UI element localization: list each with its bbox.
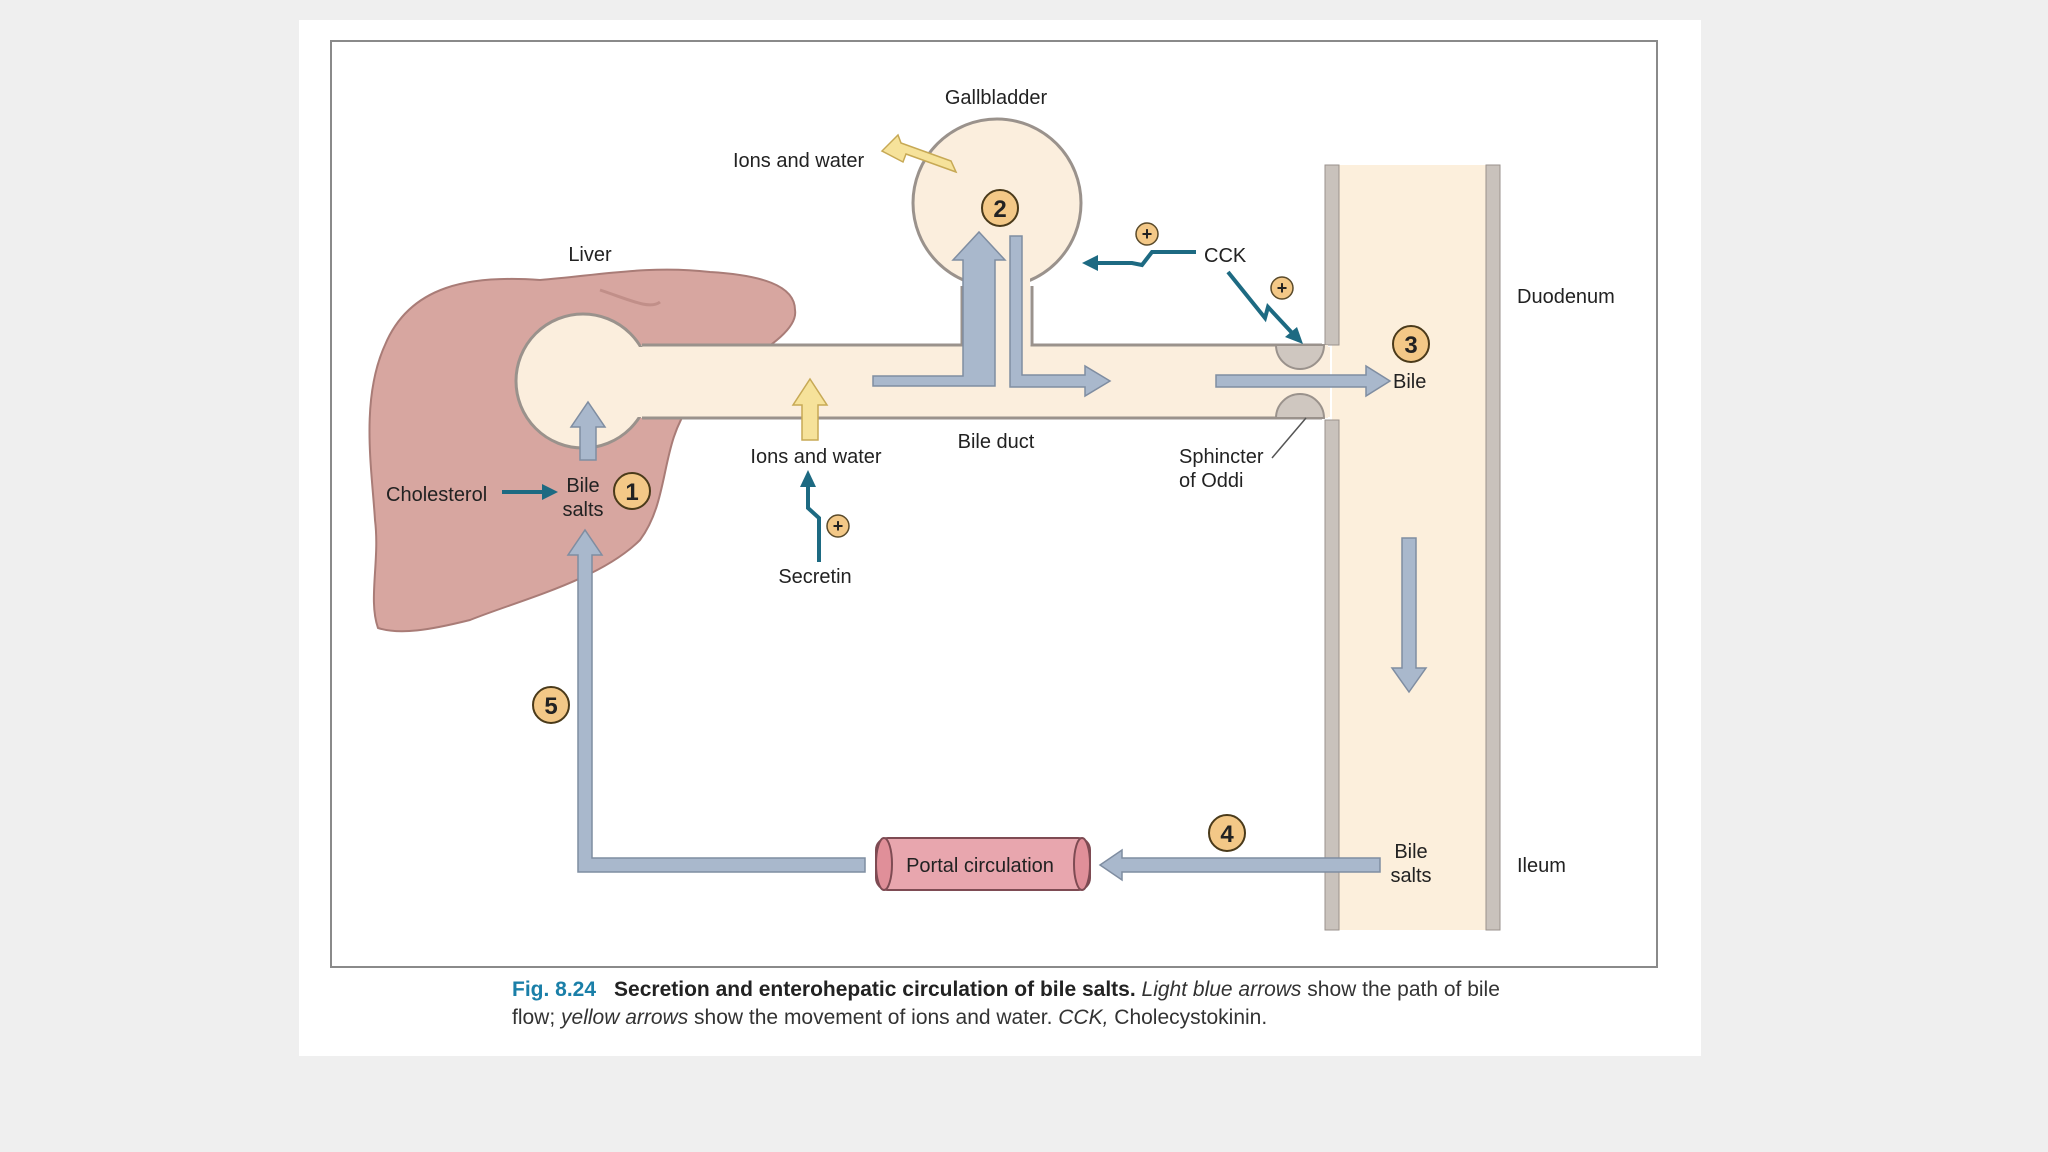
plus-badge-cck-gb — [1135, 222, 1159, 246]
hormone-arrowheads — [542, 255, 1303, 500]
duct-wall-top-right — [1030, 286, 1322, 347]
step-number-5: 5 — [544, 693, 557, 720]
arrow-into-gallbladder — [872, 230, 1007, 387]
diagram-labels: Gallbladder Ions and water Liver CCK Duo… — [386, 87, 1615, 887]
label-sphincter-line1: Sphincter — [1179, 446, 1264, 468]
plus-badge-cck-sphincter — [1270, 276, 1294, 300]
label-portal-circulation: Portal circulation — [906, 855, 1054, 877]
step-number-2: 2 — [993, 196, 1006, 223]
sphincter-leader — [1271, 417, 1307, 459]
cck-to-gallbladder — [1095, 250, 1196, 268]
plus-text-secretin: + — [833, 516, 844, 536]
cck-gb-head — [1082, 255, 1098, 271]
label-bile-duct: Bile duct — [958, 431, 1035, 453]
plus-text-cck-gb: + — [1142, 224, 1153, 244]
label-bile-salts-ileum-line1: Bile — [1394, 841, 1427, 863]
sphincter-upper — [1274, 344, 1326, 370]
figure-number: Fig. 8.24 — [512, 978, 597, 1001]
bile-flow-arrows — [566, 230, 1428, 882]
label-cck: CCK — [1204, 245, 1247, 267]
step-badge-3 — [1392, 325, 1430, 363]
label-duodenum: Duodenum — [1517, 286, 1615, 308]
figure-caption: Fig. 8.24 Secretion and enterohepatic cir… — [512, 976, 1512, 1032]
caption-text-3: Cholecystokinin. — [1108, 1006, 1268, 1029]
label-bile-salts-liver-line1: Bile — [566, 475, 599, 497]
step-badge-4 — [1208, 814, 1246, 852]
liver-fold — [599, 288, 661, 307]
step-number-3: 3 — [1404, 332, 1417, 359]
caption-light-blue: Light blue arrows — [1141, 978, 1302, 1001]
label-ions-water-duct: Ions and water — [750, 446, 882, 468]
caption-cck: CCK, — [1058, 1006, 1109, 1029]
label-ileum: Ileum — [1517, 855, 1566, 877]
arrow-down-intestine — [1390, 537, 1428, 694]
ion-water-arrows — [791, 133, 958, 441]
step-number-1: 1 — [625, 479, 638, 506]
label-ions-water-gallbladder: Ions and water — [733, 150, 865, 172]
intestine-wall-left-upper — [1324, 164, 1340, 346]
label-bile-salts-ileum-line2: salts — [1390, 865, 1431, 887]
duct-wall-top-left — [642, 286, 964, 347]
plus-badge-secretin — [826, 514, 850, 538]
label-liver: Liver — [568, 244, 612, 266]
label-cholesterol: Cholesterol — [386, 484, 487, 506]
arrow-liver-up — [569, 400, 607, 461]
hormone-arrows — [502, 250, 1296, 562]
plus-text-cck-sphincter: + — [1277, 278, 1288, 298]
arrow-out-gallbladder — [1009, 235, 1112, 398]
cck-to-sphincter — [1226, 270, 1296, 337]
sphincter-lower — [1274, 393, 1326, 419]
intestine-wall-right — [1485, 164, 1501, 931]
arrow-to-duodenum — [1215, 364, 1392, 398]
cck-sphincter-head — [1285, 327, 1303, 344]
caption-text-2: show the movement of ions and water. — [688, 1006, 1059, 1029]
label-secretin: Secretin — [778, 566, 851, 588]
arrow-ions-water-gallbladder — [880, 133, 958, 174]
label-bile-salts-liver-line2: salts — [562, 499, 603, 521]
caption-text-1: show the path of bile flow; — [512, 978, 1500, 1029]
caption-title: Secretion and enterohepatic circulation … — [614, 978, 1136, 1001]
step-badge-5 — [532, 686, 570, 724]
label-sphincter-line2: of Oddi — [1179, 470, 1243, 492]
step-badge-1 — [613, 472, 651, 510]
arrow-to-portal — [1098, 848, 1381, 882]
stimulation-badges: + + + — [826, 222, 1294, 538]
label-gallbladder: Gallbladder — [945, 87, 1048, 109]
arrow-return-to-liver — [566, 528, 866, 873]
step-badge-2 — [981, 189, 1019, 227]
caption-yellow: yellow arrows — [561, 1006, 689, 1029]
portal-vessel-end-left — [875, 837, 893, 891]
portal-vessel-end-right — [1073, 837, 1091, 891]
secretin-head — [800, 470, 816, 487]
step-badges: 1 2 3 4 5 — [532, 189, 1430, 852]
intestine-wall-left-lower — [1324, 419, 1340, 931]
arrow-ions-water-duct — [791, 377, 829, 441]
secretin-to-duct — [806, 482, 821, 562]
step-number-4: 4 — [1220, 821, 1234, 848]
label-bile: Bile — [1393, 371, 1426, 393]
cholesterol-head — [542, 484, 558, 500]
